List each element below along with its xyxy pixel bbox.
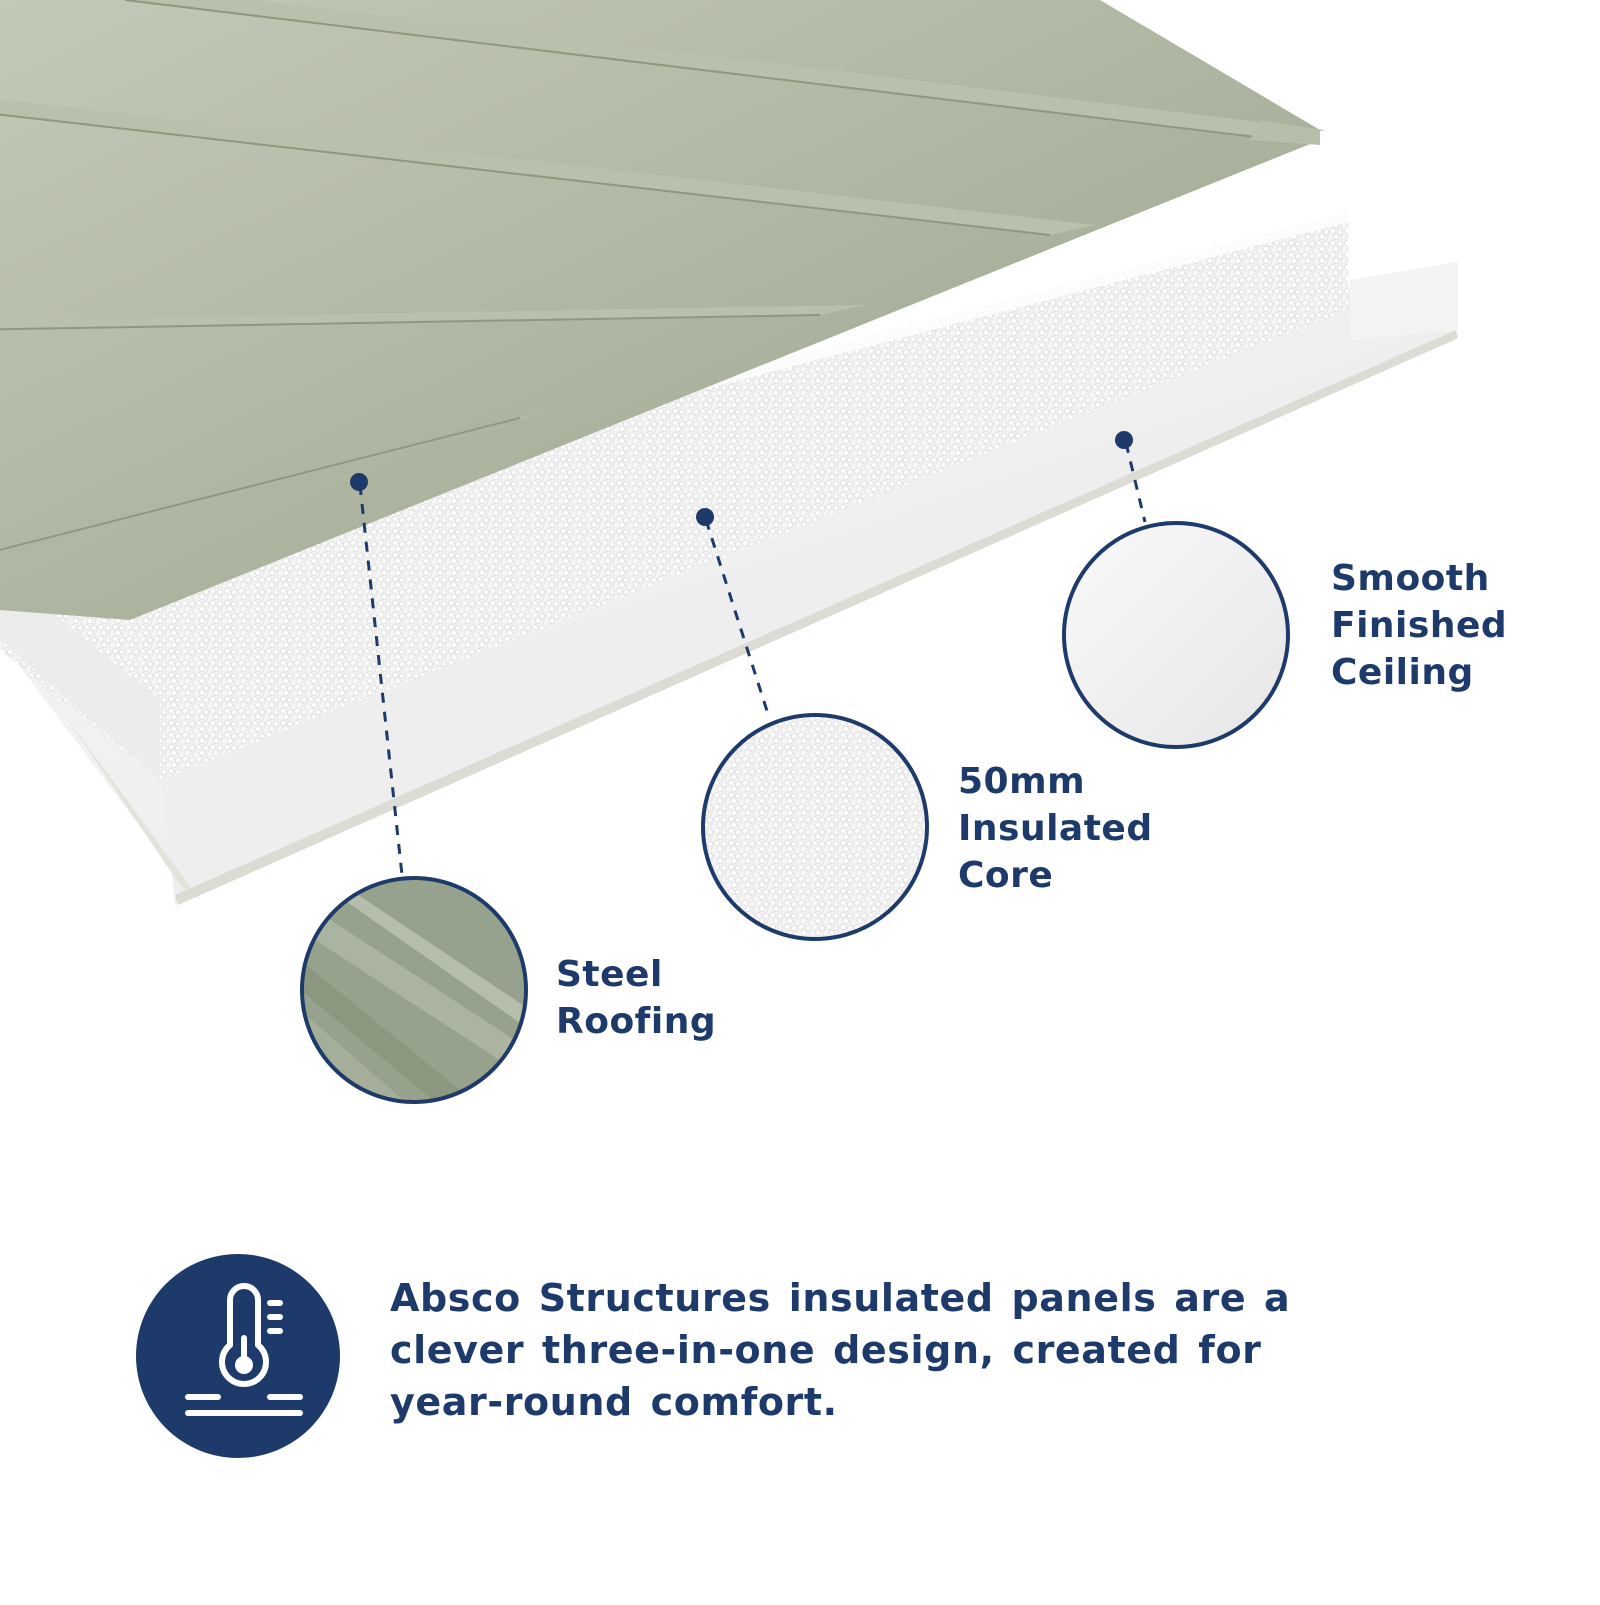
- steel-roofing-sheet: [0, 0, 1325, 620]
- roof-rib-edge: [0, 417, 521, 551]
- core-connector: [704, 519, 770, 715]
- tagline-text: Absco Structures insulated panels are a …: [390, 1276, 1291, 1424]
- connector-lines: [358, 442, 1147, 876]
- insulated-core-label: 50mm Insulated Core: [958, 758, 1153, 899]
- insulated-core-line-1: 50mm: [958, 761, 1086, 802]
- core-dot: [696, 508, 714, 526]
- steel-connector: [358, 484, 404, 876]
- steel-roofing-line-1: Steel: [556, 954, 663, 995]
- roof-rib: [125, 0, 1325, 140]
- roof-rib-edge: [0, 314, 821, 331]
- smooth-ceiling-line-1: Smooth: [1331, 558, 1490, 599]
- ceiling-connector: [1124, 442, 1147, 523]
- roof-rib: [0, 100, 1095, 235]
- smooth-ceiling-label: Smooth Finished Ceiling: [1331, 555, 1507, 696]
- roof-rib-edge: [0, 113, 1051, 236]
- ceiling-sheet: [0, 262, 1458, 905]
- ceiling-dot: [1115, 431, 1133, 449]
- thermometer-insulation-icon: [136, 1254, 340, 1458]
- connector-dots: [350, 431, 1133, 526]
- insulated-core-line-2: Insulated: [958, 808, 1153, 849]
- core-detail-circle: [701, 713, 929, 941]
- insulated-core-line-3: Core: [958, 855, 1054, 896]
- roof-rib: [0, 305, 865, 330]
- smooth-ceiling-line-3: Ceiling: [1331, 652, 1474, 693]
- steel-dot: [350, 473, 368, 491]
- steel-roofing-label: Steel Roofing: [556, 951, 716, 1045]
- roof-rib-edge: [124, 0, 1281, 141]
- smooth-ceiling-line-2: Finished: [1331, 605, 1508, 646]
- roof-rib: [0, 408, 565, 552]
- steel-roofing-line-2: Roofing: [556, 1001, 717, 1042]
- ceiling-detail-circle: [1062, 521, 1290, 749]
- steel-detail-circle: [300, 876, 528, 1104]
